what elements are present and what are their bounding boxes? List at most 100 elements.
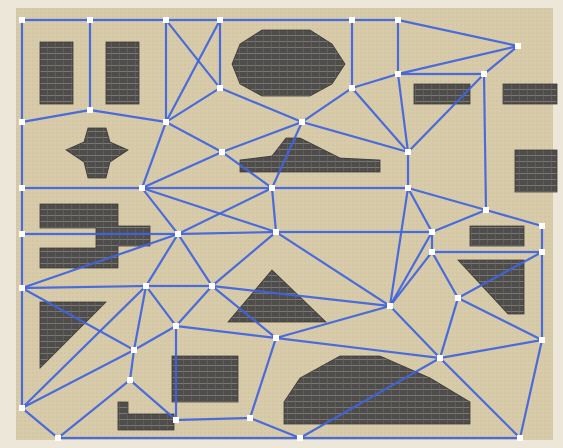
mesh-edge-79 bbox=[438, 338, 544, 360]
mesh-vertex-w bbox=[539, 223, 545, 229]
mesh-edge-15 bbox=[164, 18, 222, 90]
mesh-edge-31 bbox=[140, 150, 224, 190]
mesh-vertex-G bbox=[387, 303, 393, 309]
mesh-vertex-u bbox=[405, 185, 411, 191]
mesh-vertex-D bbox=[19, 285, 25, 291]
mesh-edge-82 bbox=[128, 378, 178, 422]
mesh-edge-94 bbox=[56, 378, 132, 440]
mesh-edge-39 bbox=[484, 208, 544, 228]
mesh-edge-34 bbox=[270, 120, 304, 190]
mesh-edge-80 bbox=[132, 324, 178, 352]
mesh-edge-63 bbox=[388, 250, 434, 308]
mesh-edge-22 bbox=[350, 72, 400, 90]
mesh-vertex-m bbox=[349, 85, 355, 91]
mesh-vertex-I bbox=[173, 323, 179, 329]
mesh-vertex-C bbox=[539, 249, 545, 255]
mesh-edge-69 bbox=[20, 284, 148, 290]
mesh-vertex-L bbox=[131, 347, 137, 353]
mesh-vertex-f bbox=[395, 17, 401, 23]
mesh-vertex-t bbox=[269, 185, 275, 191]
mesh-vertex-r bbox=[19, 185, 25, 191]
mesh-edge-27 bbox=[406, 72, 486, 154]
mesh-edge-89 bbox=[518, 338, 544, 440]
mesh-edge-18 bbox=[88, 108, 168, 124]
mesh-edge-17 bbox=[20, 108, 92, 124]
mesh-edge-64 bbox=[456, 250, 544, 300]
mesh-vertex-q bbox=[405, 149, 411, 155]
mesh-edge-61 bbox=[388, 230, 434, 308]
mesh-edge-93 bbox=[20, 406, 60, 440]
obstacle-3 bbox=[231, 29, 346, 97]
mesh-edge-21 bbox=[300, 86, 354, 124]
mesh-edge-38 bbox=[406, 186, 488, 212]
mesh-edge-84 bbox=[174, 416, 252, 422]
mesh-vertex-e bbox=[349, 17, 355, 23]
obstacle-11 bbox=[457, 259, 525, 315]
mesh-edge-72 bbox=[132, 284, 148, 352]
mesh-vertex-K bbox=[539, 337, 545, 343]
mesh-vertex-layer bbox=[19, 17, 545, 441]
mesh-edge-62 bbox=[430, 250, 460, 300]
mesh-edge-33 bbox=[220, 150, 274, 190]
obstacle-1 bbox=[39, 41, 74, 105]
mesh-edge-layer bbox=[20, 18, 544, 440]
mesh-edge-25 bbox=[350, 86, 410, 154]
mesh-vertex-c bbox=[163, 17, 169, 23]
mesh-edge-91 bbox=[20, 286, 136, 352]
mesh-edge-75 bbox=[210, 284, 278, 340]
mesh-edge-24 bbox=[300, 120, 410, 154]
obstacle-16 bbox=[117, 401, 175, 431]
mesh-edge-29 bbox=[140, 120, 168, 190]
mesh-edge-46 bbox=[270, 186, 278, 234]
mesh-edge-88 bbox=[438, 356, 522, 440]
mesh-vertex-N bbox=[437, 355, 443, 361]
mesh-edge-87 bbox=[298, 356, 442, 440]
mesh-edge-16 bbox=[164, 18, 222, 124]
mesh-vertex-s bbox=[139, 185, 145, 191]
mesh-vertex-O bbox=[19, 405, 25, 411]
mesh-vertex-d bbox=[217, 17, 223, 23]
mesh-edge-40 bbox=[482, 72, 488, 212]
mesh-edge-14 bbox=[482, 44, 520, 76]
mesh-vertex-b bbox=[87, 17, 93, 23]
mesh-edge-19 bbox=[164, 86, 222, 124]
obstacle-14 bbox=[171, 355, 239, 403]
mesh-vertex-i bbox=[87, 107, 93, 113]
mesh-edge-97 bbox=[20, 284, 148, 410]
mesh-vertex-h bbox=[19, 119, 25, 125]
mesh-vertex-a bbox=[19, 17, 25, 23]
mesh-vertex-x bbox=[19, 231, 25, 237]
mesh-edge-86 bbox=[248, 416, 302, 440]
mesh-vertex-y bbox=[175, 231, 181, 237]
mesh-vertex-z bbox=[273, 229, 279, 235]
mesh-vertex-R bbox=[247, 415, 253, 421]
mesh-edge-73 bbox=[174, 284, 214, 328]
mesh-vertex-B bbox=[429, 249, 435, 255]
obstacle-10 bbox=[469, 225, 525, 247]
obstacle-9 bbox=[39, 203, 151, 269]
mesh-edge-66 bbox=[456, 296, 544, 342]
mesh-edge-47 bbox=[176, 186, 274, 236]
mesh-vertex-J bbox=[273, 335, 279, 341]
mesh-edge-57 bbox=[176, 232, 214, 288]
obstacle-8 bbox=[514, 149, 558, 193]
mesh-edge-58 bbox=[144, 232, 180, 288]
mesh-vertex-j bbox=[163, 119, 169, 125]
mesh-vertex-n bbox=[395, 71, 401, 77]
mesh-edge-92 bbox=[20, 348, 136, 410]
mesh-vertex-A bbox=[429, 229, 435, 235]
mesh-vertex-p bbox=[219, 149, 225, 155]
mesh-edge-45 bbox=[176, 230, 278, 236]
mesh-edge-30 bbox=[164, 120, 224, 154]
mesh-vertex-k bbox=[217, 85, 223, 91]
obstacle-15 bbox=[283, 355, 471, 425]
mesh-vertex-M bbox=[127, 377, 133, 383]
mesh-vertex-P bbox=[55, 435, 61, 441]
obstacle-4 bbox=[413, 83, 471, 105]
mesh-edge-13 bbox=[396, 44, 520, 76]
mesh-vertex-v bbox=[483, 207, 489, 213]
mesh-vertex-o bbox=[481, 71, 487, 77]
obstacle-12 bbox=[39, 301, 107, 369]
